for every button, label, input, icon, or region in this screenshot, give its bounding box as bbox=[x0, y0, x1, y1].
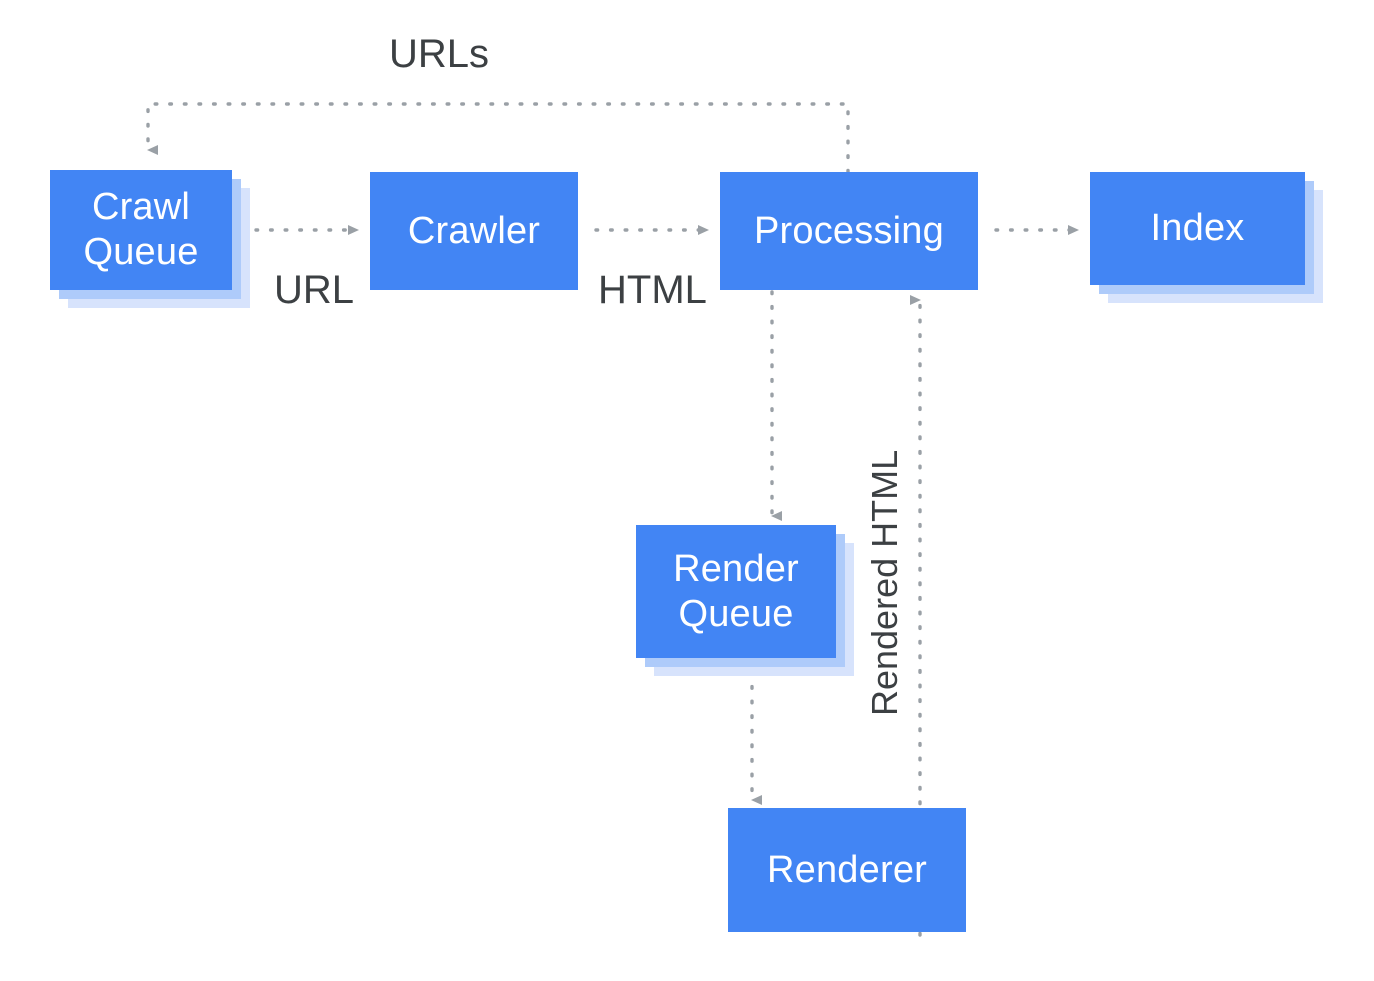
node-index[interactable]: Index bbox=[1090, 172, 1305, 285]
node-crawl-queue-label: Crawl Queue bbox=[83, 186, 199, 273]
node-render-queue[interactable]: Render Queue bbox=[636, 525, 836, 658]
node-crawl-queue[interactable]: Crawl Queue bbox=[50, 170, 232, 290]
node-render-queue-label: Render Queue bbox=[673, 547, 799, 635]
node-renderer-label: Renderer bbox=[766, 848, 928, 891]
edge-label-urls: URLs bbox=[389, 32, 490, 76]
edge-label-rendered-html: Rendered HTML bbox=[864, 449, 905, 716]
node-processing[interactable]: Processing bbox=[720, 172, 978, 290]
node-crawler[interactable]: Crawler bbox=[370, 172, 578, 290]
node-crawler-label: Crawler bbox=[407, 209, 541, 252]
node-renderer[interactable]: Renderer bbox=[728, 808, 966, 932]
node-index-label: Index bbox=[1150, 207, 1245, 250]
edge-urls bbox=[146, 102, 850, 174]
node-processing-label: Processing bbox=[754, 209, 944, 252]
edge-label-html: HTML bbox=[598, 268, 707, 312]
edge-label-url: URL bbox=[274, 268, 355, 312]
